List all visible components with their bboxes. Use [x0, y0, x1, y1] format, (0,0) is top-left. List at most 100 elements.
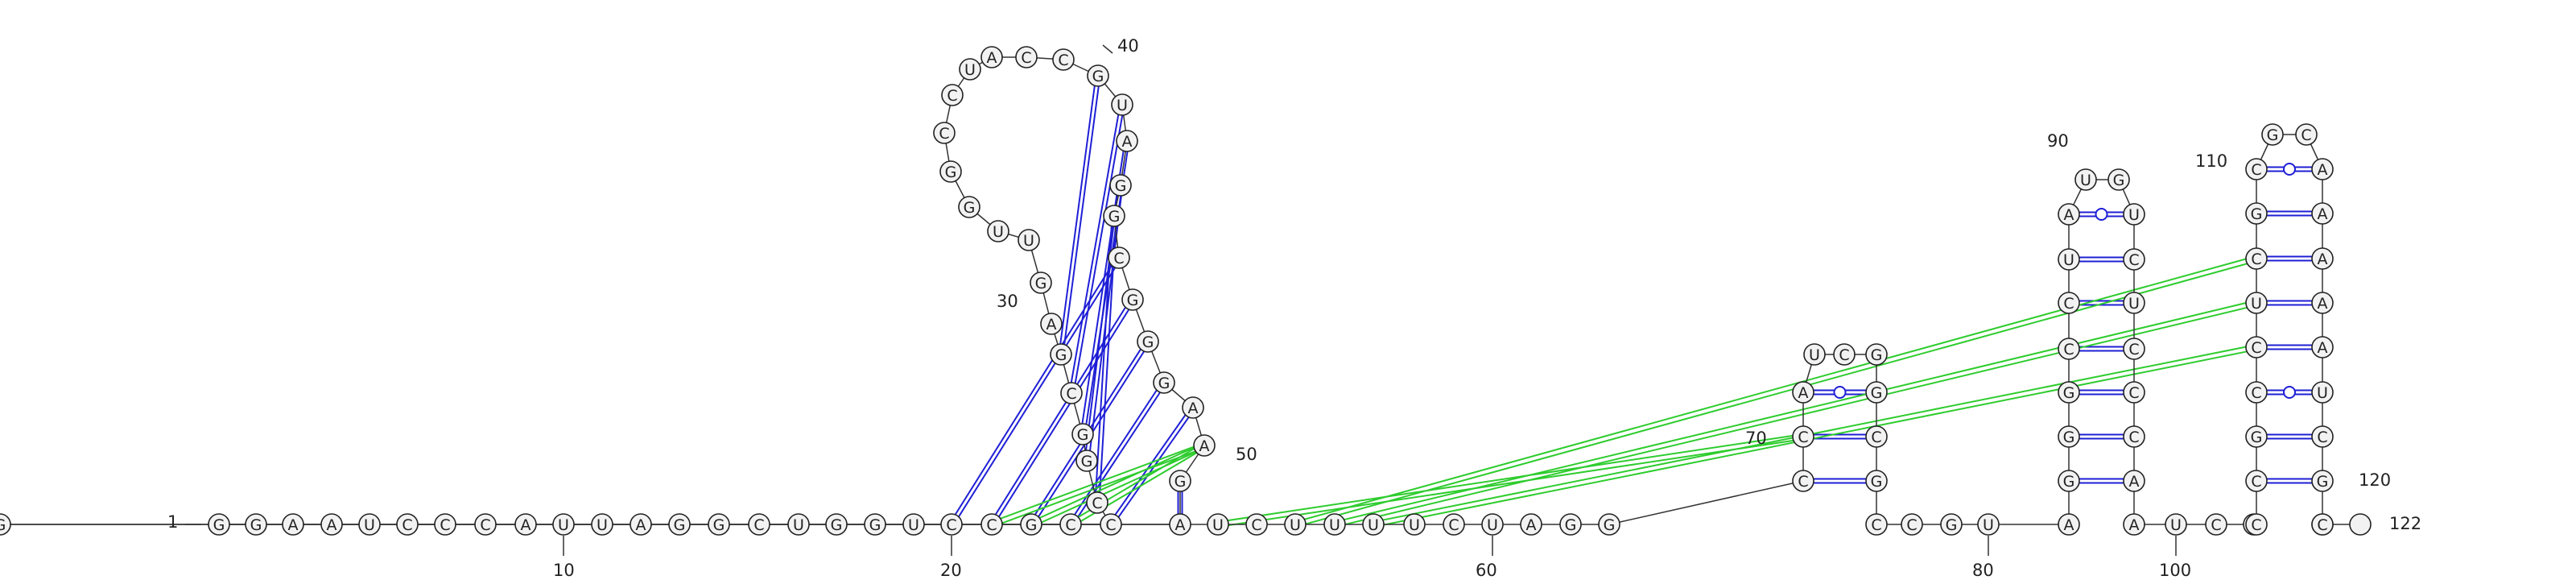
nucleotide-letter: G: [1055, 346, 1067, 364]
nucleotide-circle: [1803, 343, 1826, 366]
nucleotide-25: C: [1086, 491, 1108, 514]
nucleotide-65: G: [1559, 513, 1582, 536]
nucleotide-circle: [2245, 470, 2268, 492]
nucleotide-circle: [2245, 336, 2268, 358]
wobble-pair-marker-69-73: [1833, 386, 1847, 399]
nucleotide-letter: G: [713, 516, 725, 534]
nucleotide-letter: G: [945, 164, 957, 181]
position-label-100: 100: [2159, 561, 2191, 580]
nucleotide-letter: C: [753, 516, 764, 534]
nucleotide-circle: [1559, 513, 1582, 536]
nucleotide-13: G: [668, 513, 691, 536]
nucleotide-22: G: [1020, 513, 1042, 536]
nucleotide-letter: C: [1065, 516, 1075, 534]
nucleotide-54: A: [1169, 513, 1191, 536]
nucleotide-94: C: [2123, 381, 2145, 404]
nucleotide-68: C: [1792, 425, 1814, 448]
nucleotide-62: C: [1443, 513, 1465, 536]
nucleotide-circle: [1865, 343, 1888, 366]
nucleotide-85: C: [2058, 292, 2080, 314]
nucleotide-letter: A: [2129, 473, 2140, 491]
nucleotide-letter: G: [2317, 473, 2329, 491]
nucleotide-circle: [2058, 203, 2080, 226]
nucleotide-106: U: [2245, 292, 2268, 314]
nucleotide-letter: A: [2318, 295, 2328, 313]
nucleotide-circle: [2245, 425, 2268, 448]
position-label-20: 20: [940, 561, 962, 580]
nucleotide-29: G: [1050, 343, 1072, 366]
nucleotide-51: A: [1182, 396, 1204, 419]
nucleotide-letter: G: [1115, 177, 1127, 195]
nucleotide-circle: [2123, 381, 2145, 404]
nucleotide-27: G: [1071, 423, 1094, 445]
nucleotide-circle: [2205, 513, 2227, 536]
nucleotide-1: G: [208, 513, 230, 536]
nucleotide-letter: A: [1175, 516, 1186, 534]
nucleotide-circle: [787, 513, 810, 536]
nucleotide-letter: G: [1142, 334, 1154, 351]
pseudoknot-pair-21-52: [992, 446, 1206, 528]
nucleotide-21: C: [980, 513, 1003, 536]
nucleotide-64: A: [1520, 513, 1542, 536]
nucleotide-circle: [2245, 292, 2268, 314]
nucleotide-letter: U: [597, 516, 608, 534]
tick-40: [1102, 44, 1113, 54]
nucleotide-letter: G: [1158, 375, 1170, 392]
nucleotide-35: G: [939, 160, 962, 183]
nucleotide-letter: U: [2063, 251, 2074, 269]
nucleotide-9: A: [514, 513, 537, 536]
nucleotide-101: C: [2245, 513, 2268, 536]
nucleotide-37: C: [941, 84, 964, 106]
nucleotide-letter: U: [1212, 516, 1224, 534]
nucleotide-circle: [434, 513, 456, 536]
nucleotide-letter: G: [831, 516, 843, 534]
nucleotide-letter: G: [1604, 516, 1616, 534]
nucleotide-112: A: [2311, 158, 2334, 180]
nucleotide-letter: A: [1046, 316, 1057, 334]
nucleotide-circle: [1792, 470, 1814, 492]
nucleotide-letter: C: [939, 125, 949, 143]
nucleotide-6: C: [396, 513, 419, 536]
nucleotide-letter: C: [1798, 473, 1808, 491]
nucleotide-letter: U: [2251, 295, 2262, 313]
nucleotide-circle: [2123, 470, 2145, 492]
nucleotide-18: G: [864, 513, 886, 536]
nucleotide-letter: A: [327, 516, 337, 534]
nucleotide-34: G: [958, 196, 980, 218]
nucleotide-circle: [1111, 93, 1133, 116]
nucleotide-letter: C: [946, 516, 956, 534]
nucleotide-28: C: [1060, 382, 1083, 404]
nucleotide-31: G: [1030, 271, 1052, 294]
base-pair-24-51: [1108, 405, 1192, 524]
nucleotide-circle: [1030, 271, 1052, 294]
position-label-60: 60: [1476, 561, 1497, 580]
nucleotide-letter: G: [2267, 126, 2279, 144]
nucleotide-110: G: [2261, 123, 2284, 146]
nucleotide-92: U: [2123, 292, 2145, 314]
nucleotide-104: C: [2245, 381, 2268, 404]
nucleotide-84: C: [2058, 338, 2080, 360]
nucleotide-letter: C: [2251, 161, 2261, 179]
position-labels: 1 10 20 30 40 50 60 70 80 90 100 110 120…: [167, 36, 2421, 580]
nucleotide-circle: [1075, 450, 1098, 472]
nucleotide-letter: G: [0, 516, 6, 534]
nucleotide-circle: [1103, 205, 1125, 227]
nucleotide-102: C: [2245, 470, 2268, 492]
base-pair-29-42: [1062, 76, 1101, 355]
nucleotide-letter: C: [1058, 52, 1068, 69]
nucleotide-10: U: [552, 513, 575, 536]
nucleotide-circle: [959, 58, 981, 81]
nucleotide-72: G: [1865, 343, 1888, 366]
nucleotide-circle: [2295, 123, 2318, 146]
nucleotide-8: C: [474, 513, 497, 536]
nucleotide-letter: G: [1946, 516, 1958, 534]
nucleotide-letter: C: [2317, 429, 2327, 446]
nucleotide-49: G: [1137, 330, 1159, 353]
nucleotide-letter: U: [2128, 206, 2140, 224]
nucleotide-circle: [2123, 338, 2145, 360]
nucleotide-letter: A: [2318, 205, 2328, 223]
nucleotide-letter: U: [1290, 516, 1301, 534]
nucleotide-66: G: [1598, 513, 1620, 536]
nucleotide-99: C: [2205, 513, 2227, 536]
nucleotide-circle: [2123, 425, 2145, 448]
